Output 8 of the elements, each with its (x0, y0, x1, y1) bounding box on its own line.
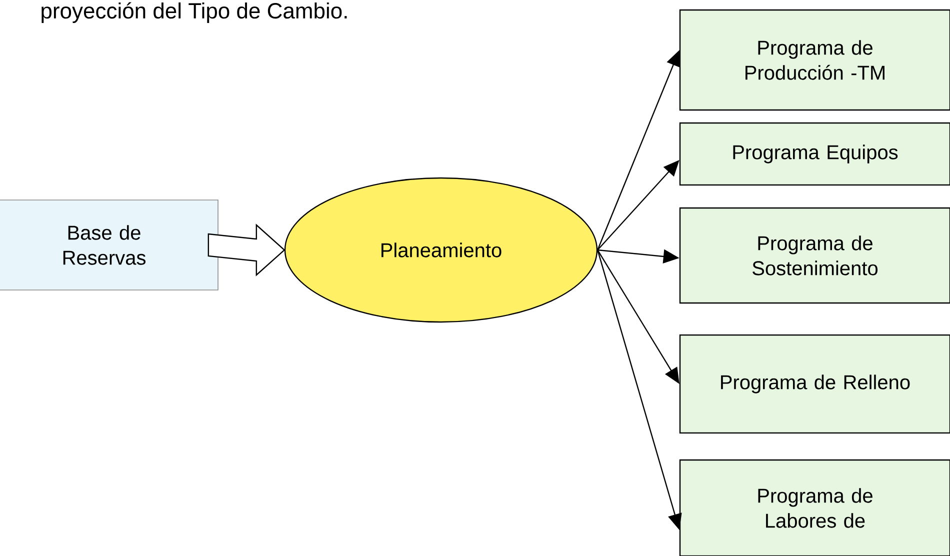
program-box: Programa Equipos (679, 122, 950, 186)
heading-text: proyección del Tipo de Cambio. (42, 2, 347, 23)
program-box: Programa de Sostenimiento (679, 207, 950, 304)
program-box: Programa de Producción -TM (679, 9, 950, 111)
program-box: Programa de Labores de (679, 459, 950, 556)
block-arrow (208, 224, 286, 276)
input-box: Base de Reservas (0, 200, 218, 290)
program-box: Programa de Relleno (679, 334, 950, 434)
